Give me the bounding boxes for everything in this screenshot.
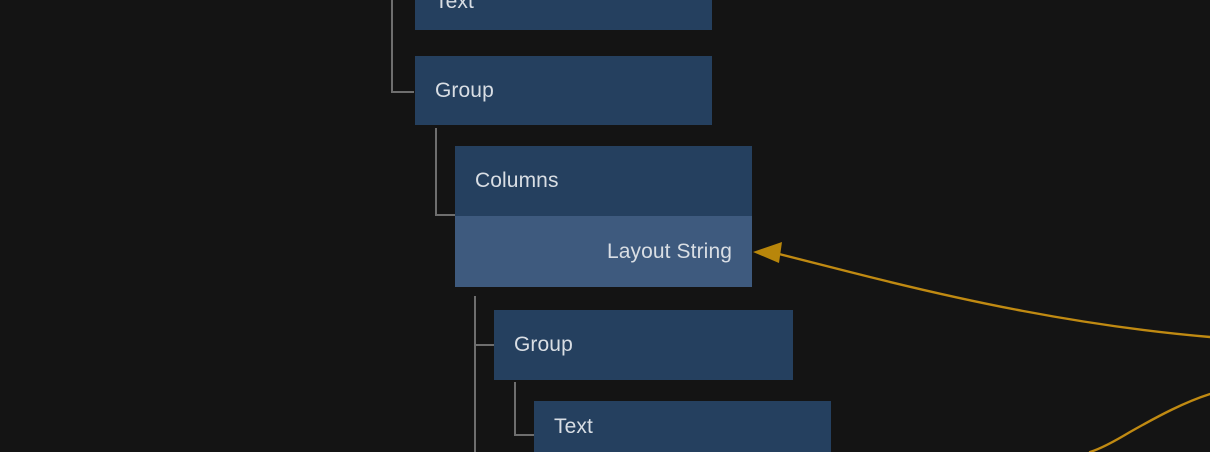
node-text-bottom[interactable]: Text — [534, 401, 831, 452]
node-group-lower[interactable]: Group — [494, 310, 793, 380]
connector-trunk-vertical — [474, 296, 476, 452]
node-group-upper-label: Group — [435, 78, 494, 102]
node-text-bottom-label: Text — [554, 414, 593, 438]
edge-bottom-right-path — [1088, 392, 1210, 452]
connector-elbow-columns-horizontal — [435, 214, 455, 216]
node-columns[interactable]: Columns — [455, 146, 752, 216]
connector-elbow-group-upper-horizontal — [391, 91, 414, 93]
connector-elbow-group-upper-vertical — [391, 0, 393, 93]
arrowhead-icon — [753, 242, 782, 263]
connector-elbow-text-bottom-horizontal — [514, 434, 534, 436]
edge-to-layout-string-path — [773, 251, 1210, 339]
node-columns-label: Columns — [475, 169, 559, 192]
node-text-top[interactable]: Text — [415, 0, 712, 30]
node-layout-string[interactable]: Layout String — [455, 216, 752, 287]
connector-trunk-branch-group-lower — [474, 344, 494, 346]
node-layout-string-label: Layout String — [606, 239, 732, 263]
node-text-top-label: Text — [435, 0, 474, 13]
connector-elbow-text-bottom-vertical — [514, 382, 516, 436]
node-group-lower-label: Group — [514, 333, 573, 356]
connector-elbow-columns-vertical — [435, 128, 437, 216]
node-group-upper[interactable]: Group — [415, 56, 712, 125]
